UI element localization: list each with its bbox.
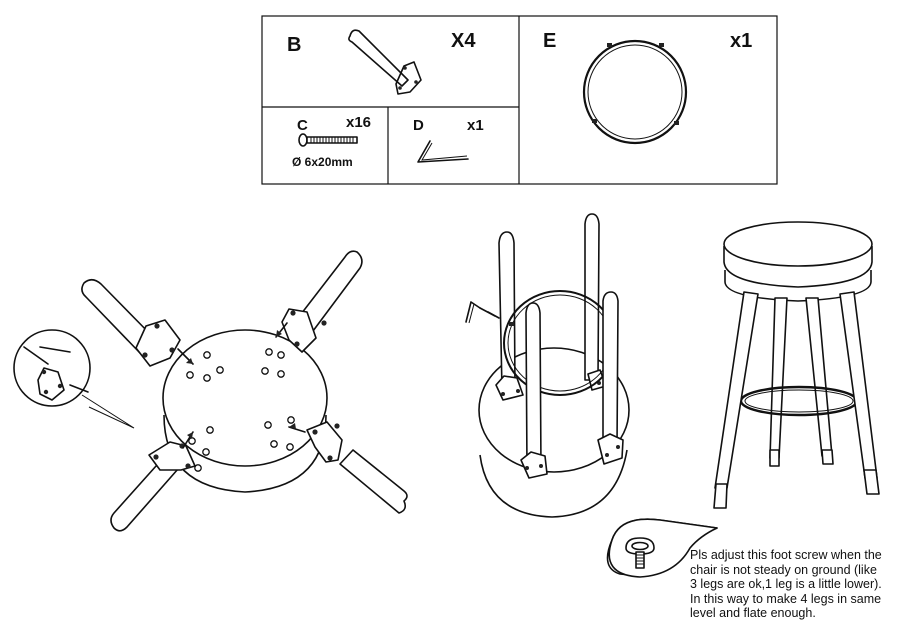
stool-leg-front-left	[713, 291, 759, 509]
leg-back-right	[584, 213, 607, 391]
leg-bottom-left	[110, 431, 196, 532]
note-line: 3 legs are ok,1 leg is a little lower).	[690, 577, 882, 592]
note-line: Pls adjust this foot screw when the	[690, 548, 882, 562]
stool-foot-ring	[739, 385, 859, 417]
parts-table: B X4 C x16 Ø 6x20mm D x1	[261, 15, 778, 185]
allen-key-icon	[417, 140, 469, 163]
step-3-finished-stool	[713, 221, 880, 509]
part-d-letter: D	[413, 117, 424, 134]
leg-back-left	[495, 231, 524, 401]
foot-screw-adjustment-note: Pls adjust this foot screw when the chai…	[690, 548, 906, 621]
seat-underside	[162, 329, 328, 493]
part-b-letter: B	[287, 34, 301, 56]
step-2-attach-foot-ring	[465, 213, 630, 518]
screw-icon	[298, 133, 358, 147]
leg-bottom-right	[288, 421, 408, 514]
leg-top-right	[275, 250, 363, 353]
part-e-cell: E x1	[543, 30, 752, 145]
leg-top-left	[81, 278, 194, 367]
note-line: chair is not steady on ground (like	[690, 562, 877, 577]
part-e-letter: E	[543, 30, 556, 52]
part-b-cell: B X4	[287, 29, 476, 95]
allen-key-icon	[465, 301, 500, 324]
part-d-quantity: x1	[467, 117, 484, 134]
leg-front-right	[597, 291, 624, 465]
foot-ring-icon	[582, 39, 688, 145]
stool-leg-back-left	[769, 297, 788, 467]
note-line: In this way to make 4 legs in same	[690, 591, 882, 606]
part-d-cell: D x1	[413, 117, 484, 163]
part-e-quantity: x1	[730, 30, 752, 52]
bracket-detail-magnifier	[13, 329, 135, 429]
part-c-quantity: x16	[346, 114, 371, 131]
part-c-cell: C x16 Ø 6x20mm	[292, 114, 371, 169]
stool-leg-front-right	[839, 291, 880, 495]
stool-leg-back-right	[805, 297, 834, 465]
leg-with-bracket-icon	[348, 29, 422, 95]
stool-cushion	[723, 221, 873, 302]
part-c-letter: C	[297, 117, 308, 134]
part-b-quantity: X4	[451, 30, 476, 52]
foot-screw-callout	[606, 518, 718, 578]
step-1-attach-legs	[13, 250, 408, 532]
note-line: level and flate enough.	[690, 606, 816, 621]
foot-screw-icon	[625, 537, 655, 569]
leg-front-left	[520, 302, 548, 479]
screw-spec: Ø 6x20mm	[292, 155, 353, 169]
